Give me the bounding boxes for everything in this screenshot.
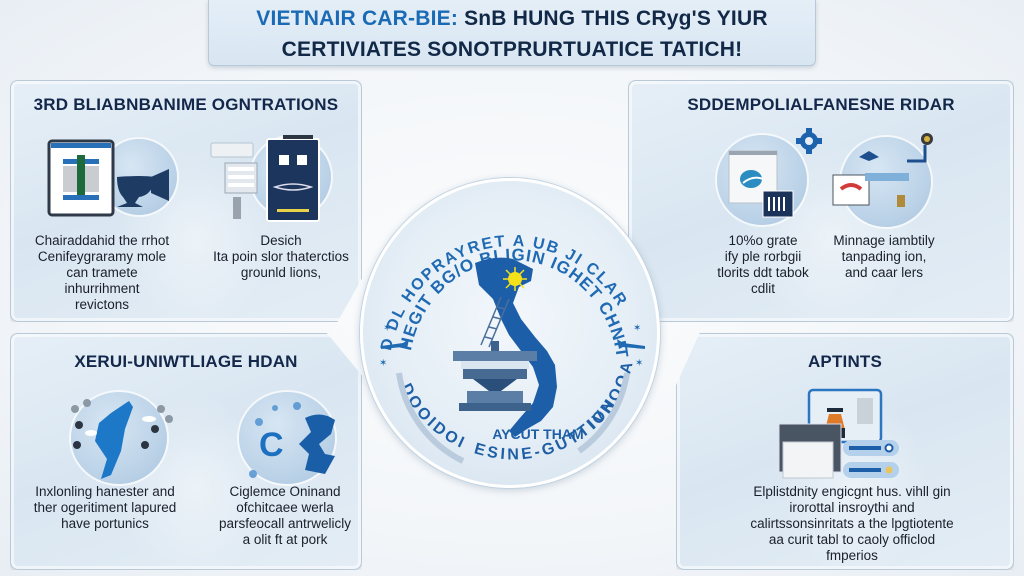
panel-title: APTINTS [807,352,883,371]
document-chalice-icon [47,139,169,217]
svg-text:C: C [259,426,284,464]
center-emblem: D DL HOPRAYRET A UB JI CLAR HEGIT BG/O B… [360,178,660,488]
caption: Chairaddahid the rrhot Cenifeygraramy mo… [34,233,170,312]
panel-title: XERUI-UNIWTLIAGE HDAN [74,352,298,371]
yellow-star-icon [503,267,527,291]
svg-text:✶: ✶ [383,323,391,334]
panel-bottom-right: APTINTS Elplistdnity engicgnt hus. vihll… [676,333,1014,570]
svg-text:✶: ✶ [633,323,641,334]
monitor-network-icon [832,133,933,207]
title-line-2: CERTIVIATES SONOTPRURTUATICE TATICH! [281,38,743,61]
ladder-icon [480,296,510,348]
decorative-stars: ✶ ✶ ✶ ✶ [379,323,645,369]
title-line-1-rest: SnB HUNG THIS CRyg'S YIUR [458,7,768,30]
center-label: AYCUT THAM [492,426,583,442]
title-accent: VIETNAIR CAR-BIE: [256,7,459,30]
panel-top-right: SDDEMPOLIALFANESNE RIDAR 10%o grate ify … [628,80,1014,322]
panel-title: 3RD BLIABNBANIME OGNTRATIONS [33,95,339,114]
server-panel-icon [210,135,320,222]
caption: 10%o grate ify ple rorbgii tlorits ddt t… [717,233,809,296]
vietnam-map-icon [475,257,557,437]
header-banner: VIETNAIR CAR-BIE: SnB HUNG THIS CRyg'S Y… [208,0,816,66]
caption: Inxlonling hanester and ther ogeritiment… [33,484,177,531]
title-line-1: VIETNAIR CAR-BIE: SnB HUNG THIS CRyg'S Y… [209,3,815,34]
browser-gear-icon [728,128,822,218]
monument-building-icon [453,341,537,411]
panel-title: SDDEMPOLIALFANESNE RIDAR [687,95,955,114]
c-map-icon: C [249,402,335,478]
caption: Minnage iambtily tanpading ion, and caar… [833,233,935,280]
caption: Ciglemce Oninand ofchitcaee werla parsfe… [218,484,352,547]
map-people-icon [71,399,173,479]
svg-text:✶: ✶ [635,358,643,369]
caption: Desich Ita poin slor thaterctios grounld… [213,233,349,280]
panel-top-left: 3RD BLIABNBANIME OGNTRATIONS Chairaddahi… [10,80,362,322]
caption: Elplistdnity engicgnt hus. vihll gin iro… [750,484,954,563]
video-call-forms-icon [778,388,899,479]
panel-bottom-left: XERUI-UNIWTLIAGE HDAN C Inxlonling hanes… [10,333,362,570]
svg-text:✶: ✶ [379,358,387,369]
